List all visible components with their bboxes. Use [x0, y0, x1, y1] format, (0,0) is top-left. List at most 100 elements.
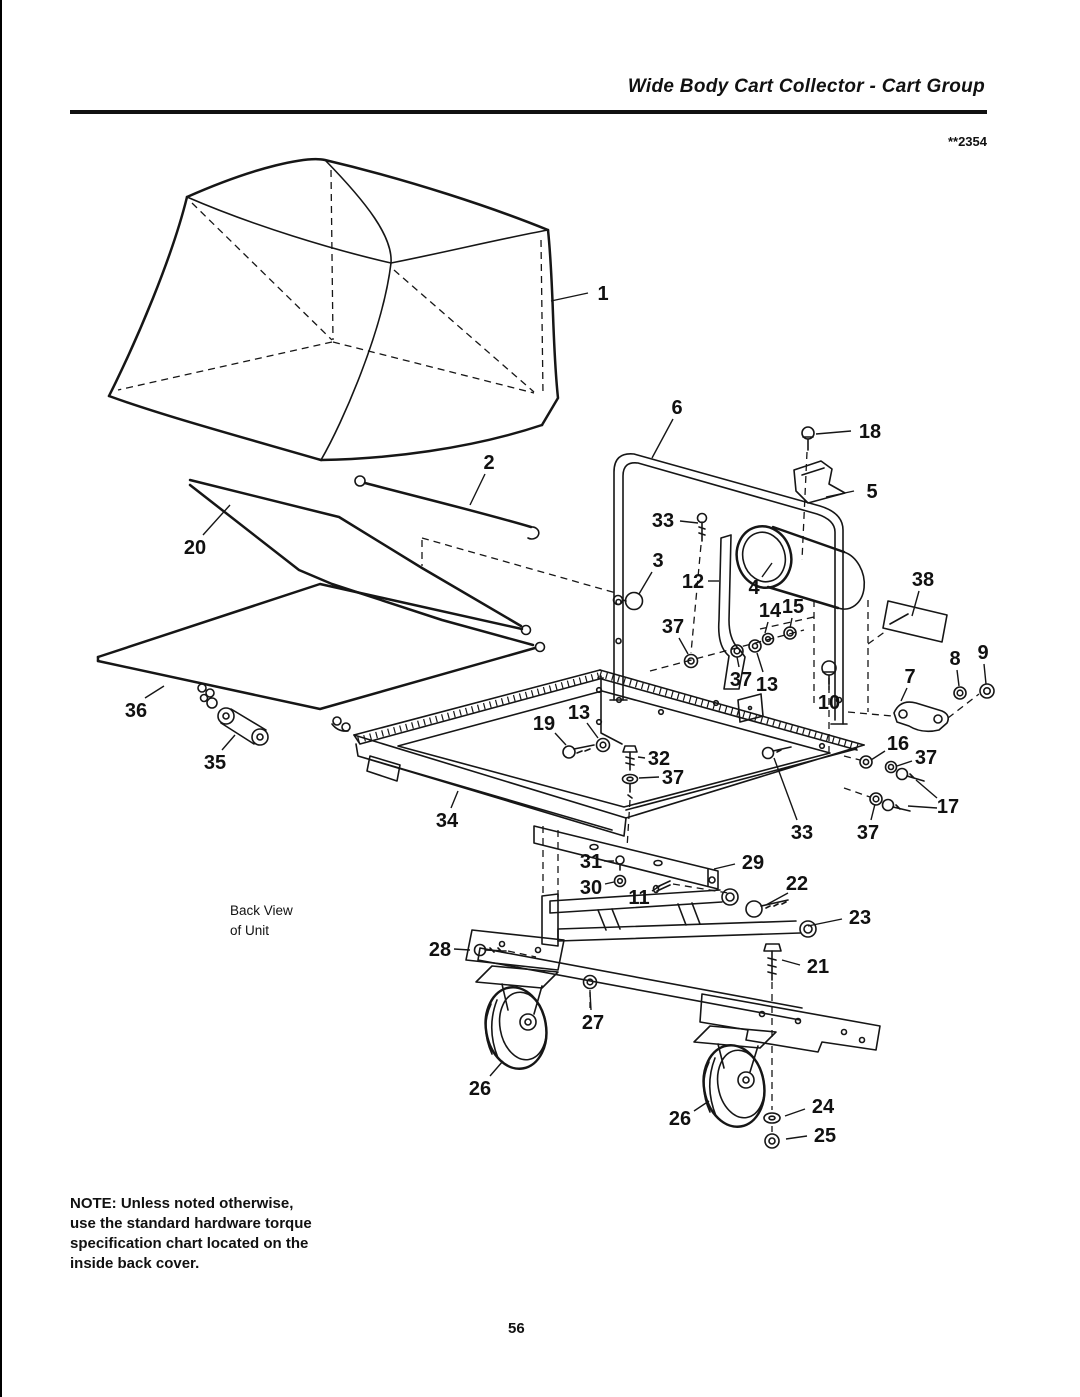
leader-line-1 [550, 292, 589, 302]
leader-line-6 [651, 418, 674, 459]
leader-line-20 [202, 504, 231, 536]
part-callout-13: 13 [756, 674, 778, 696]
latch-bracket [793, 426, 846, 561]
leader-line-7 [900, 687, 908, 702]
leader-line-11 [651, 885, 661, 892]
part-callout-25: 25 [814, 1125, 836, 1147]
part-callout-13: 13 [568, 702, 590, 724]
part-callout-22: 22 [786, 873, 808, 895]
leader-line-5 [825, 490, 855, 498]
bag-frame [188, 478, 535, 647]
part-callout-26: 26 [469, 1078, 491, 1100]
leader-line-36 [144, 685, 165, 699]
leader-line-26 [693, 1100, 710, 1112]
leader-line-3 [638, 571, 653, 595]
leader-line-29 [713, 863, 736, 870]
leader-line-28 [453, 948, 471, 951]
leader-line-17 [907, 805, 938, 809]
part-callout-36: 36 [125, 700, 147, 722]
leader-line-8 [956, 669, 960, 687]
part-callout-5: 5 [866, 481, 877, 503]
leader-line-26 [489, 1060, 504, 1077]
part-callout-2: 2 [483, 452, 494, 474]
page-number: 56 [508, 1320, 525, 1337]
leader-line-19 [554, 732, 567, 746]
leader-line-16 [870, 750, 886, 761]
leader-line-4 [761, 562, 773, 578]
leader-line-37 [678, 637, 689, 655]
leader-line-23 [807, 918, 843, 927]
part-callout-37: 37 [662, 616, 684, 638]
part-callout-28: 28 [429, 939, 451, 961]
part-callout-37: 37 [730, 669, 752, 691]
part-callout-31: 31 [580, 851, 602, 873]
part-callout-27: 27 [582, 1012, 604, 1034]
leader-line-27 [589, 991, 592, 1011]
part-callout-37: 37 [857, 822, 879, 844]
leader-line-34 [450, 790, 459, 809]
cover-frame [96, 582, 546, 711]
leader-line-22 [765, 892, 789, 906]
leader-line-33 [773, 757, 798, 821]
caster-left [475, 965, 559, 1070]
part-callout-37: 37 [662, 767, 684, 789]
leader-line-37 [870, 803, 876, 821]
part-callout-10: 10 [818, 692, 840, 714]
leader-line-13 [756, 652, 764, 673]
part-callout-16: 16 [887, 733, 909, 755]
part-callout-38: 38 [912, 569, 934, 591]
link-handle [199, 693, 269, 746]
part-callout-37: 37 [915, 747, 937, 769]
leader-line-32 [637, 756, 646, 759]
leader-line-35 [221, 734, 236, 751]
leader-line-24 [784, 1108, 806, 1117]
part-callout-35: 35 [204, 752, 226, 774]
part-callout-15: 15 [782, 596, 804, 618]
back-view-caption: Back View of Unit [230, 903, 293, 938]
leader-line-21 [781, 959, 801, 966]
part-callout-23: 23 [849, 907, 871, 929]
bed-hardware [562, 737, 925, 849]
leader-line-37 [896, 760, 913, 767]
part-callout-26: 26 [669, 1108, 691, 1130]
torque-note: NOTE: Unless noted otherwise, use the st… [70, 1195, 312, 1272]
support-strap [717, 534, 746, 690]
part-callout-24: 24 [812, 1096, 835, 1118]
part-callout-8: 8 [949, 648, 960, 670]
part-callout-32: 32 [648, 748, 670, 770]
leader-line-37 [638, 776, 660, 779]
leader-line-2 [469, 473, 486, 506]
part-callout-7: 7 [904, 666, 915, 688]
support-rod [354, 475, 540, 540]
part-callout-21: 21 [807, 956, 829, 978]
leader-line-33 [679, 520, 699, 524]
leader-line-13 [586, 722, 599, 739]
leader-line-37 [736, 656, 740, 668]
part-callout-6: 6 [671, 397, 682, 419]
handle-frame [609, 453, 848, 725]
cross-bar [533, 825, 729, 894]
part-callout-17: 17 [937, 796, 959, 818]
part-callout-9: 9 [977, 642, 988, 664]
part-callout-20: 20 [184, 537, 206, 559]
part-callout-12: 12 [682, 571, 704, 593]
part-callout-3: 3 [652, 550, 663, 572]
part-callout-29: 29 [742, 852, 764, 874]
part-callout-1: 1 [597, 283, 608, 305]
part-callout-34: 34 [436, 810, 459, 832]
leader-line-15 [789, 617, 793, 629]
part-callout-4: 4 [748, 577, 760, 599]
leader-line-14 [764, 621, 769, 634]
part-callout-18: 18 [859, 421, 881, 443]
caster-right [693, 1025, 781, 1149]
doc-number: **2354 [947, 134, 987, 149]
part-callout-30: 30 [580, 877, 602, 899]
discharge-tube [735, 525, 866, 610]
upper-hardware [421, 512, 805, 672]
header-rule [70, 110, 987, 114]
part-callout-33: 33 [652, 510, 674, 532]
leader-line-30 [604, 881, 615, 885]
